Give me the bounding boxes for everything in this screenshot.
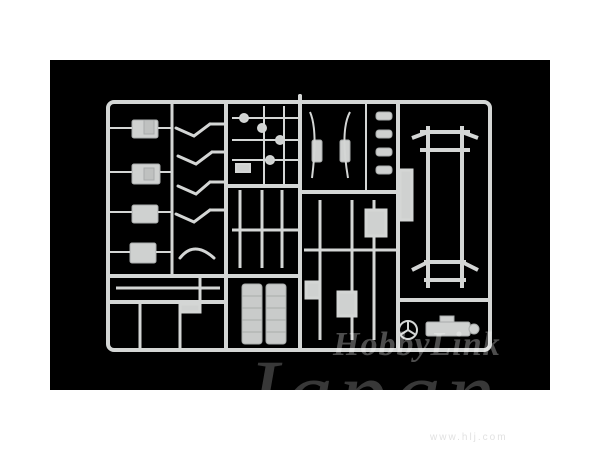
- grille-parts: [241, 283, 287, 345]
- chassis-frame: [411, 126, 479, 288]
- sprue-frame: [106, 94, 492, 352]
- wishbone-parts: [170, 102, 228, 278]
- steering-wheel-icon: [398, 320, 418, 340]
- spring-parts: [311, 111, 393, 175]
- bracket-parts: [129, 119, 161, 264]
- rail-parts: [232, 190, 298, 268]
- lower-frame-parts: [304, 168, 414, 340]
- engine-part: [425, 315, 480, 337]
- small-parts-top: [232, 106, 298, 184]
- strut-parts: [116, 276, 220, 348]
